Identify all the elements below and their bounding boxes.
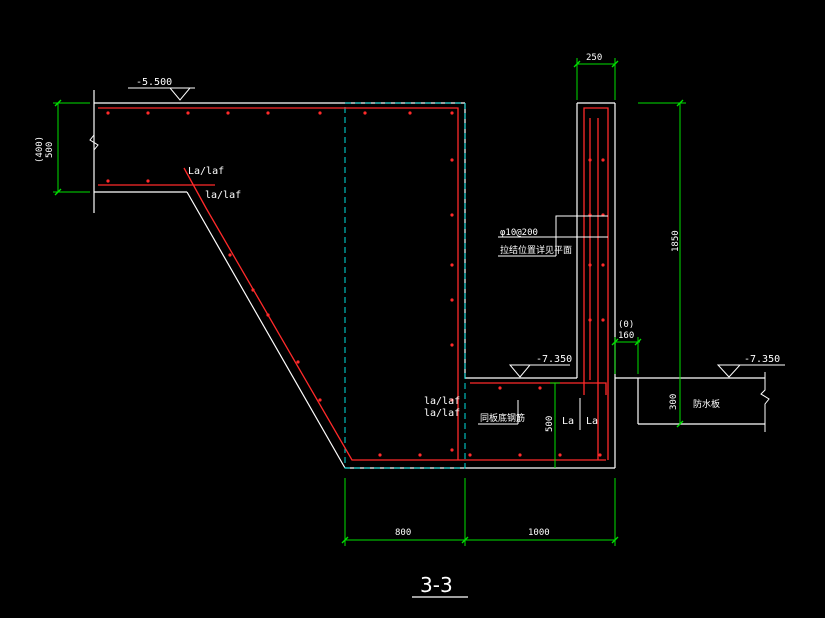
anchorage-label-4: la/laf [424,408,460,419]
rebar [98,107,609,461]
elevation-label-left: -5.500 [136,77,172,88]
dimension-label-1000: 1000 [528,528,550,538]
rebar-dots [106,111,605,457]
anchorage-label-1: La/laf [188,166,224,177]
dimension-label-10: (0) [618,320,634,330]
dimension-lines [53,58,686,546]
dimension-label-500-left: 500 [45,142,55,158]
dimension-label-1850: 1850 [671,230,681,252]
dimension-label-400: (400) [35,136,45,163]
break-line-left [89,134,99,151]
dimension-label-250: 250 [586,53,602,63]
anchorage-label-2: la/laf [205,190,241,201]
lap-label-b: La [586,416,598,427]
dimension-ticks [54,60,684,544]
elevation-label-mid: -7.350 [536,354,572,365]
stirrup-spec-label: φ10@200 [500,228,538,238]
elevation-marker-left [128,87,195,101]
dimension-label-160: 160 [618,331,634,341]
elevation-marker-right [716,364,785,378]
dimension-label-800: 800 [395,528,411,538]
elevation-label-right: -7.350 [744,354,780,365]
stirrup-note-label: 拉结位置详见平面 [500,244,572,256]
centerline-box [344,102,466,469]
dimension-label-500-inner: 500 [545,416,555,432]
base-slab-note: 同板底钢筋 [480,412,525,424]
anchorage-label-3: la/laf [424,396,460,407]
waterproof-slab-label: 防水板 [693,398,720,410]
leader-lines [478,215,608,430]
dimension-label-300: 300 [669,394,679,410]
elevation-marker-mid [508,364,570,378]
break-line-right [760,372,770,432]
lap-label-a: La [562,416,574,427]
section-title: 3-3 [420,573,453,597]
